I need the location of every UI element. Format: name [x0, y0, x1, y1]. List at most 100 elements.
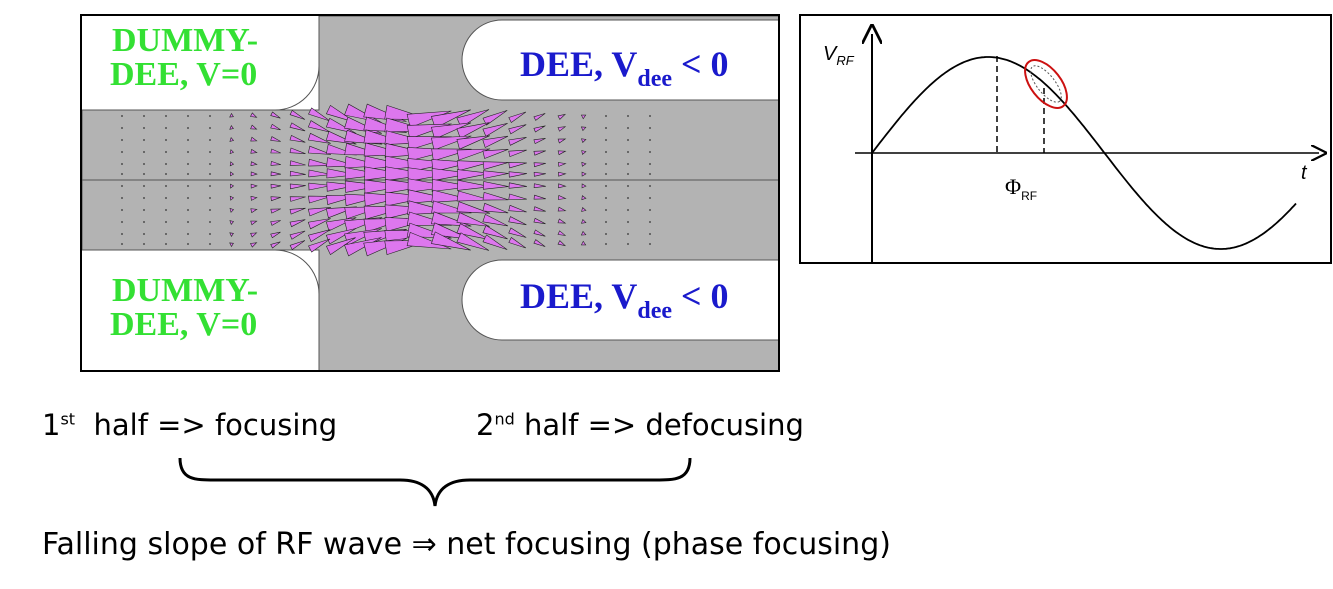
field-dot — [209, 233, 211, 235]
field-arrow — [307, 120, 331, 133]
field-dot — [187, 243, 189, 245]
field-arrow — [508, 111, 527, 123]
field-dot — [143, 127, 145, 129]
field-arrow — [508, 193, 527, 200]
field-dot — [605, 221, 607, 223]
field-arrow — [431, 168, 472, 182]
field-dot — [649, 139, 651, 141]
field-dot — [143, 163, 145, 165]
field-dot — [187, 173, 189, 175]
field-arrow — [270, 220, 281, 226]
dee-top-label: DEE, Vdee < 0 — [520, 44, 729, 91]
field-arrow — [557, 150, 567, 156]
field-dot — [649, 151, 651, 153]
field-dot — [649, 173, 651, 175]
field-dot — [121, 243, 123, 245]
field-dot — [187, 127, 189, 129]
field-dot — [605, 127, 607, 129]
field-dot — [165, 197, 167, 199]
field-dot — [187, 233, 189, 235]
field-arrow — [557, 206, 567, 212]
first-half-caption: 1st half => focusing — [42, 408, 337, 442]
field-dot — [605, 139, 607, 141]
field-arrow — [308, 107, 331, 122]
field-arrow — [230, 171, 235, 177]
dee-top-prefix: DEE, V — [520, 44, 638, 84]
field-arrow — [482, 123, 508, 137]
field-arrow — [308, 158, 332, 167]
field-arrow — [508, 227, 527, 238]
field-dot — [165, 173, 167, 175]
field-dot — [649, 163, 651, 165]
field-dot — [165, 139, 167, 141]
field-dot — [143, 233, 145, 235]
field-dot — [627, 209, 629, 211]
field-dot — [627, 151, 629, 153]
dummy-dee-top-edge — [274, 65, 320, 111]
field-dot — [209, 151, 211, 153]
field-arrow — [557, 113, 567, 120]
field-arrow — [508, 124, 527, 135]
field-arrow — [581, 218, 587, 224]
field-arrow — [482, 135, 509, 148]
field-arrow — [289, 219, 306, 228]
field-arrow — [533, 229, 546, 237]
field-dot — [649, 209, 651, 211]
field-arrow — [407, 167, 452, 182]
field-dot — [649, 221, 651, 223]
field-arrow — [456, 148, 491, 161]
field-arrow — [325, 117, 357, 134]
field-arrow — [229, 242, 234, 248]
field-dot — [143, 221, 145, 223]
field-arrow — [229, 220, 235, 226]
field-arrow — [308, 238, 331, 253]
field-dot — [209, 209, 211, 211]
field-dot — [121, 115, 123, 117]
field-dot — [209, 163, 211, 165]
field-arrow — [289, 134, 306, 143]
field-arrow — [270, 208, 281, 214]
field-dot — [209, 243, 211, 245]
field-arrow — [581, 138, 587, 144]
field-arrow — [533, 150, 546, 156]
field-arrow — [457, 179, 491, 191]
field-arrow — [456, 212, 490, 227]
field-arrow — [289, 160, 306, 166]
field-dot — [121, 151, 123, 153]
field-arrow — [307, 145, 332, 155]
field-dot — [143, 209, 145, 211]
field-arrows — [121, 103, 651, 257]
field-arrow — [229, 136, 235, 142]
field-dot — [165, 209, 167, 211]
field-dot — [627, 221, 629, 223]
field-arrow — [482, 234, 508, 250]
field-dot — [121, 127, 123, 129]
field-arrow — [270, 148, 281, 154]
field-arrow — [431, 178, 472, 192]
field-arrow — [580, 230, 587, 236]
field-arrow — [482, 110, 508, 126]
field-arrow — [580, 240, 587, 246]
rf-x-label: t — [1301, 162, 1308, 184]
field-arrow — [581, 207, 587, 212]
field-arrow — [557, 218, 567, 224]
field-dot — [165, 163, 167, 165]
field-arrow — [508, 149, 527, 158]
field-arrow — [289, 196, 306, 202]
field-arrow — [456, 109, 490, 128]
field-dot — [627, 127, 629, 129]
field-arrow — [250, 136, 258, 142]
field-arrow — [533, 183, 546, 189]
field-arrow — [229, 149, 235, 155]
field-arrow — [533, 162, 546, 168]
field-dot — [209, 221, 211, 223]
field-arrow — [456, 135, 490, 150]
field-arrow — [508, 162, 527, 169]
field-arrow — [580, 114, 587, 120]
field-dot — [121, 209, 123, 211]
field-dot — [165, 115, 167, 117]
field-dot — [649, 233, 651, 235]
dummy-dee-bottom-label: DUMMY- DEE, V=0 — [110, 274, 258, 342]
field-arrow — [307, 218, 331, 230]
field-arrow — [250, 112, 258, 118]
